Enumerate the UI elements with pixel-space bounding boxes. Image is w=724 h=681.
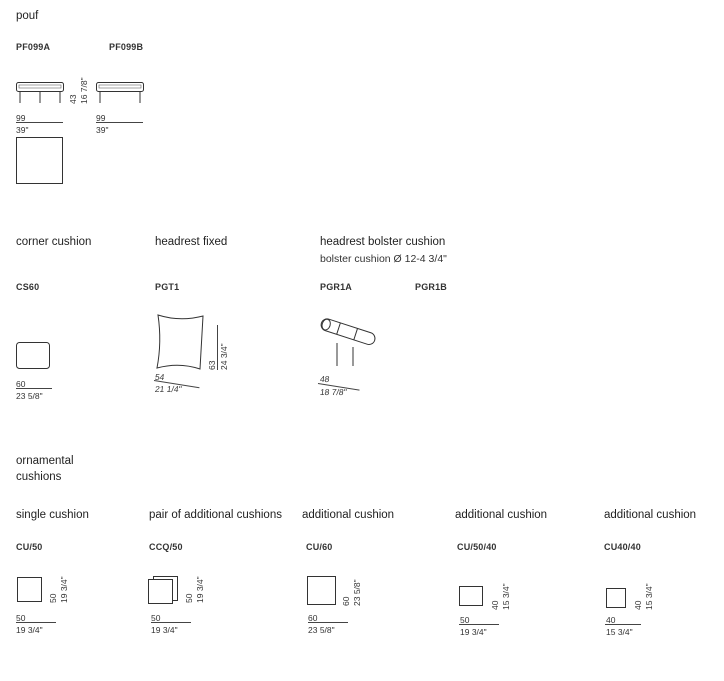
ornamental-item-w-in: 23 5/8" — [308, 625, 335, 635]
corner-cushion-title: corner cushion — [16, 236, 92, 248]
ornamental-item-title: additional cushion — [604, 509, 697, 521]
ornamental-item-h-in: 19 3/4" — [59, 576, 69, 603]
cushion-40-40-drawing — [606, 588, 626, 608]
headrest-bolster-subtitle: bolster cushion Ø 12-4 3/4" — [320, 253, 447, 265]
ornamental-item-w-cm: 60 — [308, 613, 318, 623]
headrest-bolster-width-in: 18 7/8" — [319, 387, 348, 397]
headrest-fixed-vdim-line — [217, 325, 218, 370]
ornamental-item-w-in: 19 3/4" — [460, 627, 487, 637]
single-cushion-drawing — [17, 577, 42, 602]
pouf-height-cm: 43 — [68, 94, 78, 104]
pouf-a-dim-line — [16, 122, 63, 123]
ornamental-item-h-in: 23 5/8" — [352, 579, 362, 606]
ornamental-item-h-in: 15 3/4" — [501, 583, 511, 610]
corner-cushion-code: CS60 — [16, 282, 40, 292]
pouf-b-width-in: 39" — [96, 125, 109, 135]
headrest-fixed-height-in: 24 3/4" — [219, 343, 229, 370]
pouf-b-width-cm: 99 — [96, 113, 106, 123]
corner-cushion-drawing — [16, 342, 50, 369]
corner-cushion-dim-line — [16, 388, 52, 389]
pouf-a-width-in: 39" — [16, 125, 29, 135]
headrest-bolster-code-a: PGR1A — [320, 282, 353, 292]
ornamental-item-w-in: 19 3/4" — [151, 625, 178, 635]
pouf-title: pouf — [16, 10, 39, 22]
ornamental-item-h-cm: 60 — [341, 596, 351, 606]
headrest-fixed-code: PGT1 — [155, 282, 180, 292]
ornamental-item-h-in: 19 3/4" — [195, 576, 205, 603]
ornamental-item-w-in: 15 3/4" — [606, 627, 633, 637]
ornamental-item-code: CU40/40 — [604, 542, 641, 552]
corner-cushion-width-in: 23 5/8" — [16, 391, 43, 401]
ornamental-item-title: additional cushion — [302, 509, 395, 521]
cushion-60-drawing — [307, 576, 336, 605]
ornamental-item-code: CCQ/50 — [149, 542, 183, 552]
pouf-code-a: PF099A — [16, 42, 51, 52]
ornamental-item-h-cm: 40 — [633, 600, 643, 610]
ornamental-item-w-cm: 50 — [460, 615, 470, 625]
ornamental-item-w-cm: 40 — [606, 615, 616, 625]
ornamental-item-w-cm: 50 — [151, 613, 161, 623]
ornamental-item-dim-line — [605, 624, 641, 625]
headrest-fixed-drawing — [156, 314, 204, 370]
ornamental-item-w-in: 19 3/4" — [16, 625, 43, 635]
ornamental-item-w-cm: 50 — [16, 613, 26, 623]
ornamental-item-title: single cushion — [16, 509, 89, 521]
pouf-b-dim-line — [96, 122, 143, 123]
ornamental-item-dim-line — [459, 624, 499, 625]
ornamental-title-line2: cushions — [16, 471, 62, 483]
headrest-fixed-title: headrest fixed — [155, 236, 228, 248]
ornamental-item-code: CU/50 — [16, 542, 43, 552]
ornamental-item-dim-line — [16, 622, 56, 623]
pouf-a-top-drawing — [16, 137, 63, 184]
ornamental-item-h-in: 15 3/4" — [644, 583, 654, 610]
ornamental-item-h-cm: 40 — [490, 600, 500, 610]
headrest-bolster-title: headrest bolster cushion — [320, 236, 446, 248]
corner-cushion-width-cm: 60 — [16, 379, 26, 389]
ornamental-item-code: CU/50/40 — [457, 542, 497, 552]
headrest-fixed-height-cm: 63 — [207, 360, 217, 370]
pouf-a-side-drawing — [16, 82, 64, 103]
ornamental-title-line1: ornamental — [16, 455, 74, 467]
pouf-code-b: PF099B — [109, 42, 144, 52]
headrest-bolster-drawing — [320, 318, 376, 366]
ornamental-item-title: additional cushion — [455, 509, 548, 521]
pouf-b-side-drawing — [96, 82, 144, 103]
ornamental-item-h-cm: 50 — [184, 593, 194, 603]
pair-cushion-drawing — [148, 576, 178, 604]
ornamental-item-h-cm: 50 — [48, 593, 58, 603]
ornamental-item-dim-line — [308, 622, 348, 623]
cushion-50-40-drawing — [459, 586, 483, 606]
ornamental-item-title: pair of additional cushions — [149, 509, 282, 521]
pouf-a-width-cm: 99 — [16, 113, 26, 123]
headrest-bolster-code-b: PGR1B — [415, 282, 448, 292]
headrest-fixed-width-in: 21 1/4" — [154, 384, 183, 394]
ornamental-item-code: CU/60 — [306, 542, 333, 552]
pouf-height-in: 16 7/8" — [79, 77, 89, 104]
ornamental-item-dim-line — [151, 622, 191, 623]
